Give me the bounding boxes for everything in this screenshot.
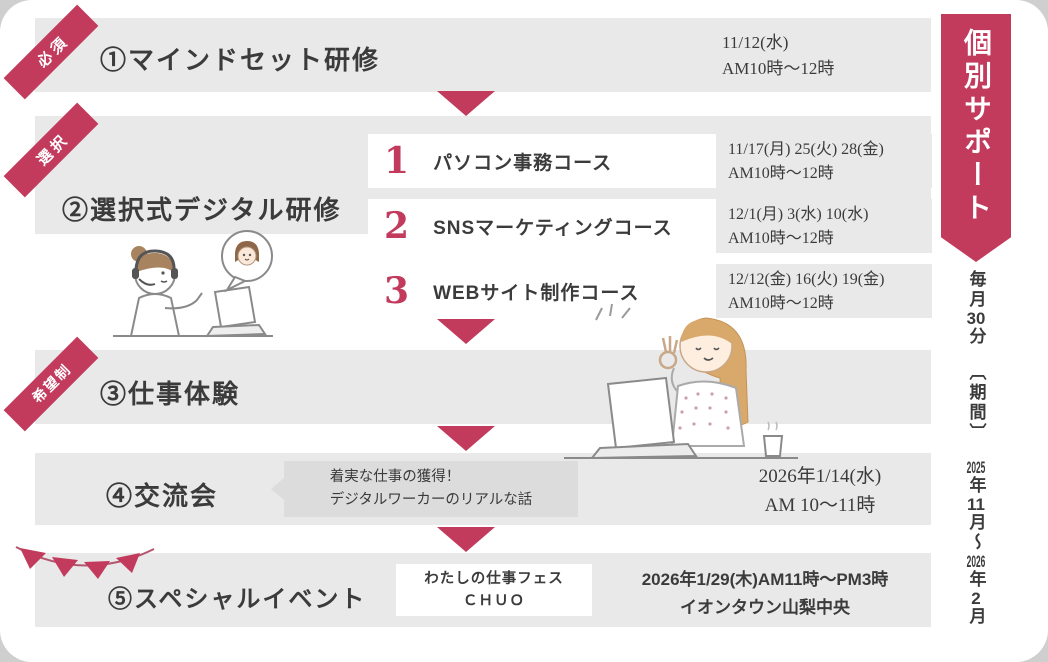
course-schedule: 11/17(月) 25(火) 28(金) AM10時〜12時 [716,134,932,188]
step5-title: ⑤スペシャルイベント [108,586,367,613]
down-arrow-icon [437,319,495,344]
course-name: パソコン事務コース [433,152,613,174]
course-number: 3 [384,270,410,312]
individual-support-label: 個別サポート [961,28,992,226]
course-number: 1 [384,140,410,182]
course-name: SNSマーケティングコース [433,217,673,239]
step3-band [35,350,931,424]
step5-date: 2026年1/29(木)AM11時〜PM3時 イオンタウン山梨中央 [641,570,889,618]
step4-date: 2026年1/14(水) AM 10〜11時 [758,466,882,516]
event-name-badge: わたしの仕事フェス ＣＨＵＯ [396,564,592,616]
step4-title: ④交流会 [106,481,219,511]
course-number: 2 [384,205,410,247]
headset-worker-illustration [95,226,335,349]
speech-bubble: 着実な仕事の獲得！ デジタルワーカーのリアルな話 [271,461,578,517]
step3-title: ③仕事体験 [100,379,241,409]
down-arrow-icon [437,527,495,552]
party-flags-icon [10,535,160,595]
course-card: 1 パソコン事務コース [368,134,716,188]
support-details: 毎月30分 〔期間〕 2025年11月〜2026年2月 [941,270,1011,627]
step2-title: ②選択式デジタル研修 [62,195,342,225]
step1-date: 11/12(水) AM10時〜12時 [722,33,835,78]
course-card: 2 SNSマーケティングコース [368,199,716,253]
course-row: 1 パソコン事務コース 11/17(月) 25(火) 28(金) AM10時〜1… [368,134,932,188]
down-arrow-icon [437,426,495,451]
step1-band [35,18,931,92]
course-name: WEBサイト制作コース [433,282,640,304]
period-label: 〔期間〕 [966,363,986,443]
ok-sign-woman-illustration [556,298,806,473]
individual-support-banner: 個別サポート [941,14,1011,262]
period-range: 2025年11月〜2026年2月 [966,459,986,627]
support-frequency: 毎月30分 [966,270,986,347]
course-schedule: 12/1(月) 3(水) 10(水) AM10時〜12時 [716,199,932,253]
course-row: 3 WEBサイト制作コース 12/12(金) 16(火) 19(金) AM10時… [368,264,932,318]
course-row: 2 SNSマーケティングコース 12/1(月) 3(水) 10(水) AM10時… [368,199,932,253]
course-schedule: 12/12(金) 16(火) 19(金) AM10時〜12時 [716,264,932,318]
down-arrow-icon [437,91,495,116]
step1-title: ①マインドセット研修 [100,45,381,75]
course-card: 3 WEBサイト制作コース [368,264,716,318]
